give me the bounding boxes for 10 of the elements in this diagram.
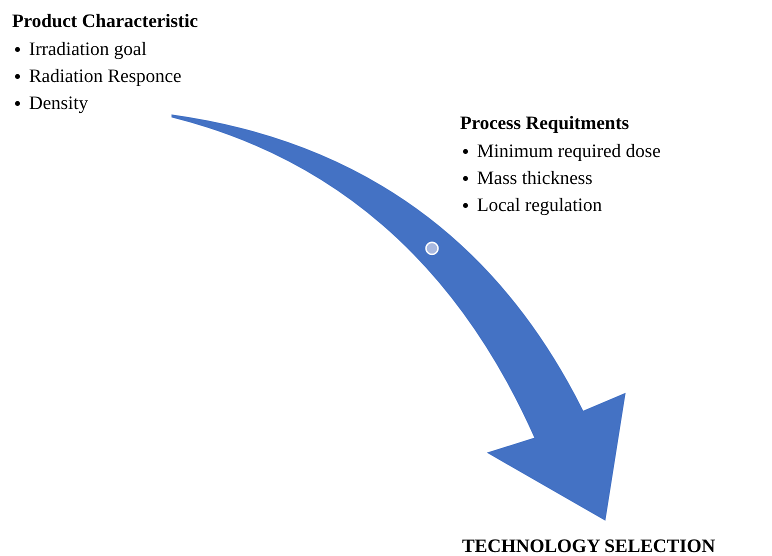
bullet-item: Irradiation goal [29,38,147,62]
bullet-item: Minimum required dose [477,140,661,164]
heading: Product Characteristic [12,10,198,34]
bullet-item: Density [29,92,88,116]
curved-arrow [172,114,626,520]
bullet-item: Radiation Responce [29,65,182,89]
heading: TECHNOLOGY SELECTION [462,535,716,556]
heading: Process Requitments [460,112,630,136]
bullet-item: Mass thickness [477,167,593,191]
bullet-item: Local regulation [477,194,602,218]
